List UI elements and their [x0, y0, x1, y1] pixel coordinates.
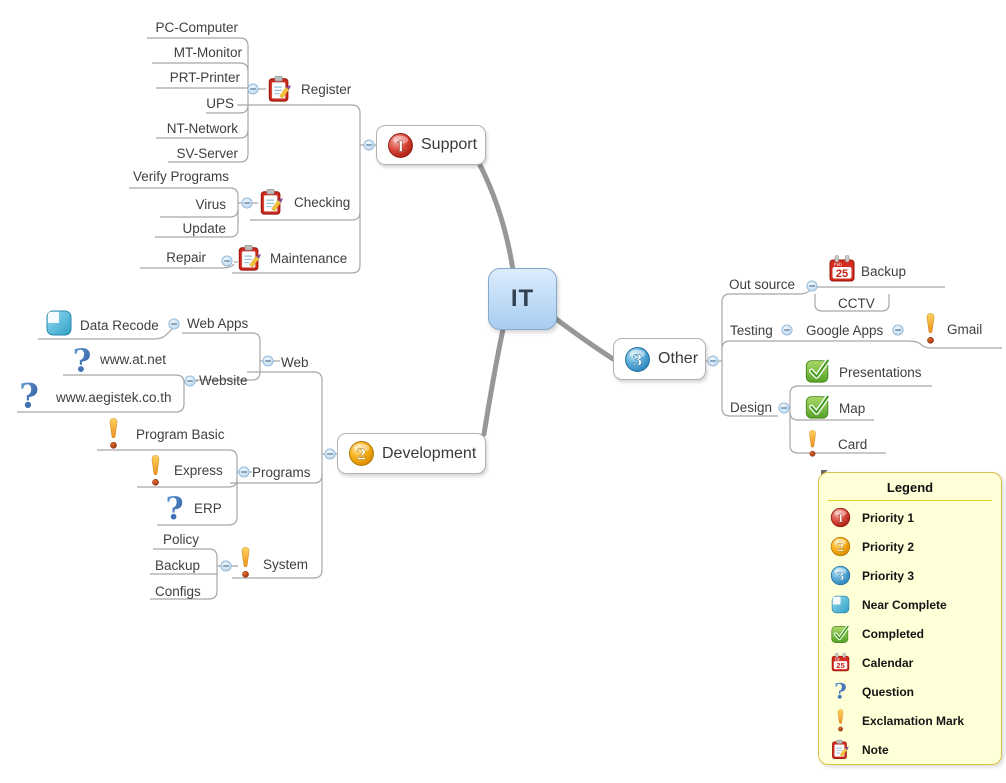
topic-google-apps[interactable]: Google Apps — [806, 323, 884, 338]
topic-development[interactable]: Development — [337, 433, 486, 474]
topic-www-at-net[interactable]: www.at.net — [100, 352, 167, 367]
question-icon — [14, 378, 44, 414]
question-icon — [830, 680, 851, 703]
topic-other-label: Other — [658, 350, 699, 367]
priority-3-icon — [830, 564, 851, 587]
exclamation-icon — [806, 428, 819, 459]
collapse-icon[interactable] — [220, 560, 232, 572]
question-icon — [161, 492, 188, 525]
topic-backup-calendar[interactable]: Backup — [861, 264, 907, 279]
collapse-icon[interactable] — [324, 448, 336, 460]
collapse-icon[interactable] — [806, 280, 818, 292]
topic-prt-printer[interactable]: PRT-Printer — [169, 70, 240, 85]
legend-item-question: Question — [819, 677, 1001, 706]
topic-cctv[interactable]: CCTV — [838, 296, 875, 311]
note-icon — [258, 188, 286, 216]
topic-express[interactable]: Express — [174, 463, 223, 478]
topic-gmail[interactable]: Gmail — [947, 322, 983, 337]
exclamation-icon — [830, 709, 851, 732]
note-icon — [236, 244, 264, 272]
topic-programs[interactable]: Programs — [252, 465, 311, 480]
collapse-icon[interactable] — [707, 355, 719, 367]
topic-development-label: Development — [382, 444, 477, 462]
topic-program-basic[interactable]: Program Basic — [136, 427, 225, 442]
topic-system[interactable]: System — [263, 557, 309, 572]
topic-virus[interactable]: Virus — [195, 197, 226, 212]
collapse-icon[interactable] — [781, 324, 793, 336]
calendar-icon — [830, 651, 851, 674]
priority-2-icon — [348, 440, 375, 467]
collapse-icon[interactable] — [778, 402, 790, 414]
topic-checking[interactable]: Checking — [294, 195, 351, 210]
collapse-icon[interactable] — [184, 375, 196, 387]
note-icon — [266, 75, 294, 103]
legend-item-note: Note — [819, 735, 1001, 764]
topic-map[interactable]: Map — [839, 401, 866, 416]
topic-testing[interactable]: Testing — [730, 323, 773, 338]
topic-web-apps[interactable]: Web Apps — [187, 316, 249, 331]
topic-pc-computer[interactable]: PC-Computer — [155, 20, 238, 35]
legend-item-completed: Completed — [819, 619, 1001, 648]
priority-1-icon — [830, 506, 851, 529]
near-complete-icon — [830, 593, 851, 616]
topic-backup-system[interactable]: Backup — [155, 558, 201, 573]
legend-item-priority-2: Priority 2 — [819, 532, 1001, 561]
legend-item-priority-1: Priority 1 — [819, 503, 1001, 532]
topic-update[interactable]: Update — [182, 221, 226, 236]
topic-policy[interactable]: Policy — [163, 532, 200, 547]
topic-other[interactable]: Other — [613, 338, 706, 380]
topic-maintenance[interactable]: Maintenance — [270, 251, 348, 266]
topic-register[interactable]: Register — [301, 82, 352, 97]
collapse-icon[interactable] — [363, 139, 375, 151]
topic-sv-server[interactable]: SV-Server — [176, 146, 238, 161]
topic-out-source[interactable]: Out source — [729, 277, 796, 292]
completed-icon — [804, 392, 832, 420]
collapse-icon[interactable] — [221, 255, 233, 267]
topic-mt-monitor[interactable]: MT-Monitor — [173, 45, 242, 60]
legend-item-near-complete: Near Complete — [819, 590, 1001, 619]
collapse-icon[interactable] — [262, 355, 274, 367]
legend-item-priority-3: Priority 3 — [819, 561, 1001, 590]
exclamation-icon — [106, 417, 121, 450]
topic-design[interactable]: Design — [730, 400, 773, 415]
root-topic-it[interactable]: IT — [488, 268, 557, 330]
collapse-icon[interactable] — [168, 318, 180, 330]
exclamation-icon — [238, 546, 253, 579]
topic-website[interactable]: Website — [199, 373, 248, 388]
topic-www-aegistek[interactable]: www.aegistek.co.th — [56, 390, 172, 405]
topic-verify-programs[interactable]: Verify Programs — [133, 169, 230, 184]
near-complete-icon — [44, 308, 74, 338]
completed-icon — [830, 622, 851, 645]
topic-repair[interactable]: Repair — [166, 250, 206, 265]
note-icon — [830, 738, 851, 761]
topic-ups[interactable]: UPS — [206, 96, 234, 111]
topic-erp[interactable]: ERP — [194, 501, 222, 516]
topic-card[interactable]: Card — [838, 437, 868, 452]
topic-support-label: Support — [421, 136, 478, 153]
topic-data-recode[interactable]: Data Recode — [80, 318, 159, 333]
topic-support[interactable]: Support — [376, 125, 486, 165]
question-icon — [68, 344, 96, 378]
legend-separator — [828, 500, 992, 501]
priority-3-icon — [624, 346, 651, 373]
completed-icon — [804, 356, 832, 384]
topic-presentations[interactable]: Presentations — [839, 365, 922, 380]
topic-nt-network[interactable]: NT-Network — [166, 121, 238, 136]
legend-panel: Legend Priority 1 Priority 2 Priority 3 … — [818, 472, 1002, 765]
collapse-icon[interactable] — [892, 324, 904, 336]
legend-item-exclamation: Exclamation Mark — [819, 706, 1001, 735]
collapse-icon[interactable] — [238, 466, 250, 478]
priority-1-icon — [387, 132, 414, 159]
exclamation-icon — [148, 454, 163, 487]
calendar-icon — [827, 254, 857, 284]
topic-web[interactable]: Web — [281, 355, 309, 370]
topic-configs[interactable]: Configs — [155, 584, 201, 599]
priority-2-icon — [830, 535, 851, 558]
root-topic-label: IT — [510, 285, 535, 312]
exclamation-icon — [923, 312, 938, 345]
legend-title: Legend — [886, 480, 934, 495]
legend-item-calendar: Calendar — [819, 648, 1001, 677]
collapse-icon[interactable] — [247, 83, 259, 95]
collapse-icon[interactable] — [241, 197, 253, 209]
